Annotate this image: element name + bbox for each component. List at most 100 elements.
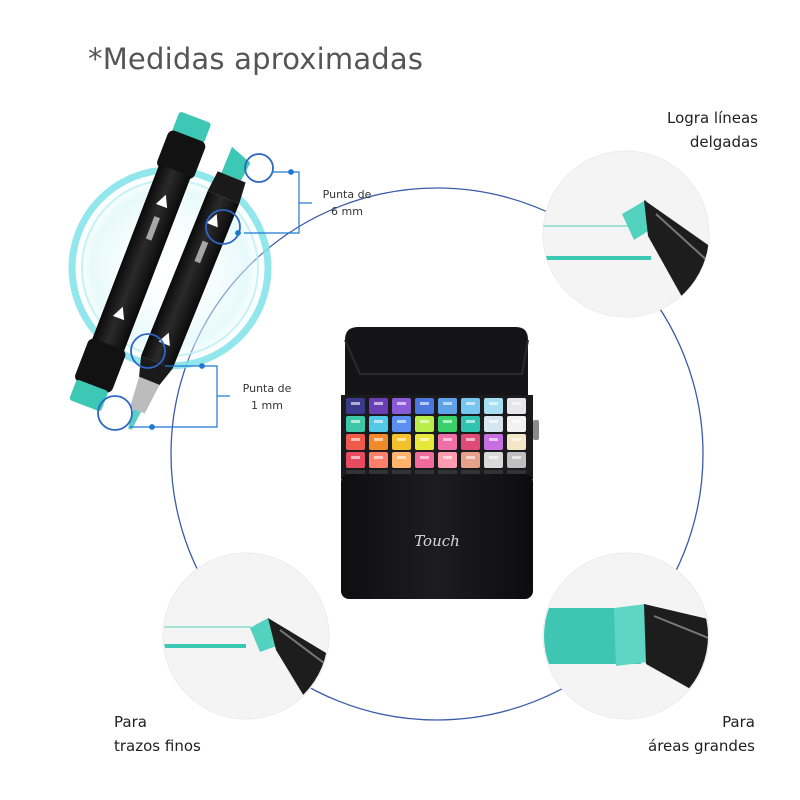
tip-small-label: Punta de 1 mm bbox=[237, 380, 297, 414]
marker-cap-label bbox=[351, 456, 360, 459]
marker-cap bbox=[507, 434, 526, 450]
marker-edge bbox=[653, 615, 708, 642]
marker-cap-label bbox=[443, 438, 452, 441]
feature-fine-line1: Para bbox=[114, 713, 147, 731]
feature-large-label: Para áreas grandes bbox=[575, 710, 755, 758]
marker-cap bbox=[369, 416, 388, 432]
tip-highlights bbox=[97, 153, 274, 431]
feature-fine-line2: trazos finos bbox=[114, 737, 201, 755]
marker-pen-front bbox=[127, 146, 251, 430]
marker-cap-label bbox=[466, 456, 475, 459]
marker-cap-label bbox=[489, 420, 498, 423]
marker-edge bbox=[655, 213, 709, 265]
marker-sleeve bbox=[415, 470, 434, 476]
detail-scene bbox=[544, 604, 708, 706]
marker-cap-label bbox=[443, 402, 452, 405]
stroke-line bbox=[164, 644, 246, 648]
marker-cap-label bbox=[397, 420, 406, 423]
marker-cap-label bbox=[420, 456, 429, 459]
marker-cap-label bbox=[374, 456, 383, 459]
feature-large-line2: áreas grandes bbox=[648, 737, 755, 755]
detail-circle bbox=[162, 552, 330, 720]
marker-cap-label bbox=[466, 420, 475, 423]
marker-cap-label bbox=[443, 420, 452, 423]
feature-thin-line1: Logra líneas bbox=[667, 109, 758, 127]
marker-cap bbox=[484, 398, 503, 414]
marker-tip bbox=[614, 604, 648, 666]
stroke-line bbox=[543, 256, 651, 260]
marker-tip bbox=[250, 618, 282, 652]
feature-thin-label: Logra líneas delgadas bbox=[578, 106, 758, 154]
marker-cap bbox=[415, 434, 434, 450]
marker-cap bbox=[392, 416, 411, 432]
marker-sleeve bbox=[461, 470, 480, 476]
marker-cap bbox=[415, 452, 434, 468]
marker-cap-label bbox=[489, 438, 498, 441]
feature-thin-line2: delgadas bbox=[689, 133, 758, 151]
marker-cap bbox=[438, 398, 457, 414]
marker-cap bbox=[392, 398, 411, 414]
marker-sleeve bbox=[392, 470, 411, 476]
marker-cap bbox=[346, 416, 365, 432]
connector-circle bbox=[170, 187, 704, 721]
marker-cap-label bbox=[374, 402, 383, 405]
marker-cap-label bbox=[466, 402, 475, 405]
marker-cap bbox=[369, 452, 388, 468]
marker-cap-label bbox=[397, 402, 406, 405]
marker-cap-label bbox=[443, 456, 452, 459]
marker-case bbox=[341, 327, 539, 599]
marker-cap bbox=[369, 434, 388, 450]
marker-cap-label bbox=[512, 402, 521, 405]
marker-cap bbox=[392, 452, 411, 468]
marker-cap bbox=[369, 398, 388, 414]
marker-cap-label bbox=[397, 438, 406, 441]
marker-cap bbox=[484, 416, 503, 432]
marker-cap bbox=[415, 398, 434, 414]
marker-cap bbox=[507, 398, 526, 414]
marker-cap-label bbox=[512, 456, 521, 459]
marker-cap-label bbox=[512, 438, 521, 441]
marker-cap bbox=[415, 416, 434, 432]
tip-large-line1: Punta de bbox=[322, 188, 372, 201]
marker-cap-label bbox=[351, 438, 360, 441]
feature-large-line1: Para bbox=[722, 713, 755, 731]
marker-sleeve bbox=[484, 470, 503, 476]
marker-cap bbox=[461, 398, 480, 414]
tip-large-line2: 6 mm bbox=[331, 205, 363, 218]
marker-cap-label bbox=[374, 420, 383, 423]
marker-pen-back bbox=[69, 112, 211, 411]
marker-cap bbox=[507, 452, 526, 468]
marker-cap bbox=[438, 434, 457, 450]
marker-cap bbox=[461, 434, 480, 450]
marker-cap bbox=[484, 434, 503, 450]
page-title: *Medidas aproximadas bbox=[88, 42, 424, 76]
detail-circle bbox=[542, 150, 710, 318]
stroke-line bbox=[164, 626, 251, 628]
tip-large-label: Punta de 6 mm bbox=[316, 186, 378, 220]
marker-cap bbox=[346, 398, 365, 414]
marker-cap-label bbox=[466, 438, 475, 441]
tip-small-line1: Punta de bbox=[242, 382, 292, 395]
marker-sleeve bbox=[438, 470, 457, 476]
marker-cap bbox=[461, 452, 480, 468]
marker-cap-label bbox=[397, 456, 406, 459]
callout-lines bbox=[130, 169, 312, 430]
marker-cap bbox=[438, 452, 457, 468]
marker-cap-label bbox=[374, 438, 383, 441]
marker-cap bbox=[392, 434, 411, 450]
case-brand-text: Touch bbox=[414, 532, 460, 550]
marker-cap-label bbox=[489, 456, 498, 459]
marker-cap bbox=[507, 416, 526, 432]
tip-small-line2: 1 mm bbox=[251, 399, 283, 412]
marker-cap-label bbox=[351, 420, 360, 423]
marker-cap bbox=[346, 434, 365, 450]
marker-cap-label bbox=[489, 402, 498, 405]
feature-fine-label: Para trazos finos bbox=[114, 710, 294, 758]
stroke-line bbox=[543, 225, 651, 227]
marker-cap-label bbox=[512, 420, 521, 423]
marker-cap-label bbox=[420, 420, 429, 423]
marker-sleeve bbox=[346, 470, 365, 476]
marker-cap-label bbox=[351, 402, 360, 405]
marker-cap bbox=[438, 416, 457, 432]
marker-sleeve bbox=[507, 470, 526, 476]
